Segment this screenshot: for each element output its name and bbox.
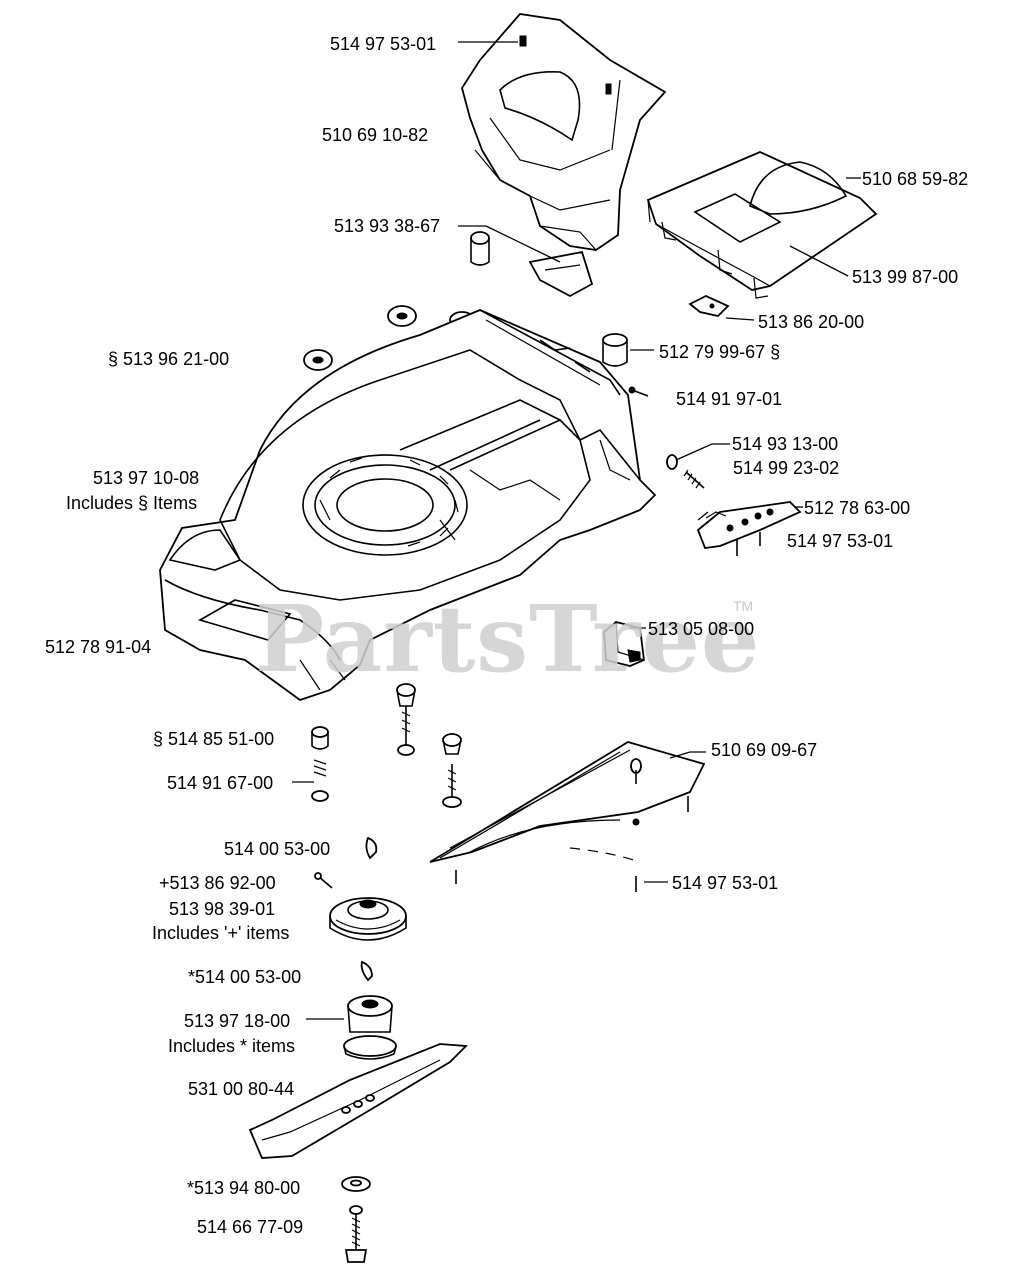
label-513-94-80-00: *513 94 80-00 xyxy=(187,1178,301,1198)
watermark-trademark: TM xyxy=(733,598,754,614)
label-513-93-38-67: 513 93 38-67 xyxy=(334,216,441,236)
partstree-watermark: PartsTree xyxy=(255,585,761,693)
key-part-514-00-53-00-lower[interactable] xyxy=(360,960,373,982)
label-514-91-97-01: 514 91 97-01 xyxy=(676,389,783,409)
blade-bolt-part-514-66-77-09[interactable] xyxy=(344,1205,368,1263)
label-514-93-13-00: 514 93 13-00 xyxy=(732,434,839,454)
label-513-86-20-00: 513 86 20-00 xyxy=(758,312,865,332)
plate-part-513-93-38-67[interactable] xyxy=(528,250,594,298)
pulley-part-513-98-39-01[interactable] xyxy=(329,897,407,941)
rear-flap-part[interactable] xyxy=(646,151,878,299)
label-512-78-63-00: 512 78 63-00 xyxy=(804,498,911,518)
label-514-66-77-09: 514 66 77-09 xyxy=(197,1217,304,1237)
bolt-part-center[interactable] xyxy=(396,683,416,756)
rear-cover-part[interactable] xyxy=(461,13,667,251)
label-513-05-08-00: 513 05 08-00 xyxy=(648,619,755,639)
label-includes-section-items: Includes § Items xyxy=(66,493,198,513)
spacer-part[interactable] xyxy=(470,231,490,266)
label-includes-star-items: Includes * items xyxy=(168,1036,296,1056)
label-514-00-53-00: 514 00 53-00 xyxy=(224,839,331,859)
height-bracket-part-512-78-63-00[interactable] xyxy=(696,501,802,556)
mower-deck-part[interactable] xyxy=(159,309,657,702)
label-514-00-53-00-star: *514 00 53-00 xyxy=(188,967,302,987)
label-513-99-87-00: 513 99 87-00 xyxy=(852,267,959,287)
bushing-part-513-86-20-00[interactable] xyxy=(688,295,730,317)
label-513-96-21-00: § 513 96 21-00 xyxy=(108,349,230,369)
bumper-part-513-05-08-00[interactable] xyxy=(603,621,645,667)
leader-lines xyxy=(292,41,861,1020)
bushing-part-514-85-51-00[interactable] xyxy=(311,726,329,750)
pin-part-513-86-92-00[interactable] xyxy=(314,872,333,889)
label-514-97-53-01-top: 514 97 53-01 xyxy=(330,34,437,54)
label-514-97-53-01-lower: 514 97 53-01 xyxy=(672,873,779,893)
label-510-68-59-82: 510 68 59-82 xyxy=(862,169,969,189)
label-512-79-99-67: 512 79 99-67 § xyxy=(659,342,781,362)
label-514-91-67-00: 514 91 67-00 xyxy=(167,773,274,793)
spacer-part-512-79-99-67[interactable] xyxy=(602,333,628,367)
key-part-514-00-53-00[interactable] xyxy=(365,836,378,860)
label-514-97-53-01-right: 514 97 53-01 xyxy=(787,531,894,551)
bolt-part-right-stack[interactable] xyxy=(442,733,462,808)
label-513-97-18-00: 513 97 18-00 xyxy=(184,1011,291,1031)
blade-guard-part[interactable] xyxy=(429,741,706,892)
screw-part-514-91-97-01[interactable] xyxy=(628,386,649,397)
label-531-00-80-44: 531 00 80-44 xyxy=(188,1079,295,1099)
spring-part-514-91-67-00[interactable] xyxy=(311,759,329,802)
label-513-86-92-00: +513 86 92-00 xyxy=(159,873,276,893)
label-512-78-91-04: 512 78 91-04 xyxy=(45,637,152,657)
label-includes-plus-items: Includes '+' items xyxy=(152,923,290,943)
spring-part-514-99-23-02[interactable] xyxy=(683,469,705,489)
label-513-98-39-01: 513 98 39-01 xyxy=(169,899,276,919)
label-514-99-23-02: 514 99 23-02 xyxy=(733,458,840,478)
blade-hub-part-513-97-18-00[interactable] xyxy=(343,995,397,1060)
washer-part-513-94-80-00[interactable] xyxy=(341,1176,371,1192)
label-510-69-09-67: 510 69 09-67 xyxy=(711,740,818,760)
label-510-69-10-82: 510 69 10-82 xyxy=(322,125,429,145)
blade-part-531-00-80-44[interactable] xyxy=(248,1043,469,1159)
label-513-97-10-08: 513 97 10-08 xyxy=(93,468,200,488)
washer-part-514-93-13-00[interactable] xyxy=(666,454,678,470)
label-514-85-51-00: § 514 85 51-00 xyxy=(153,729,275,749)
